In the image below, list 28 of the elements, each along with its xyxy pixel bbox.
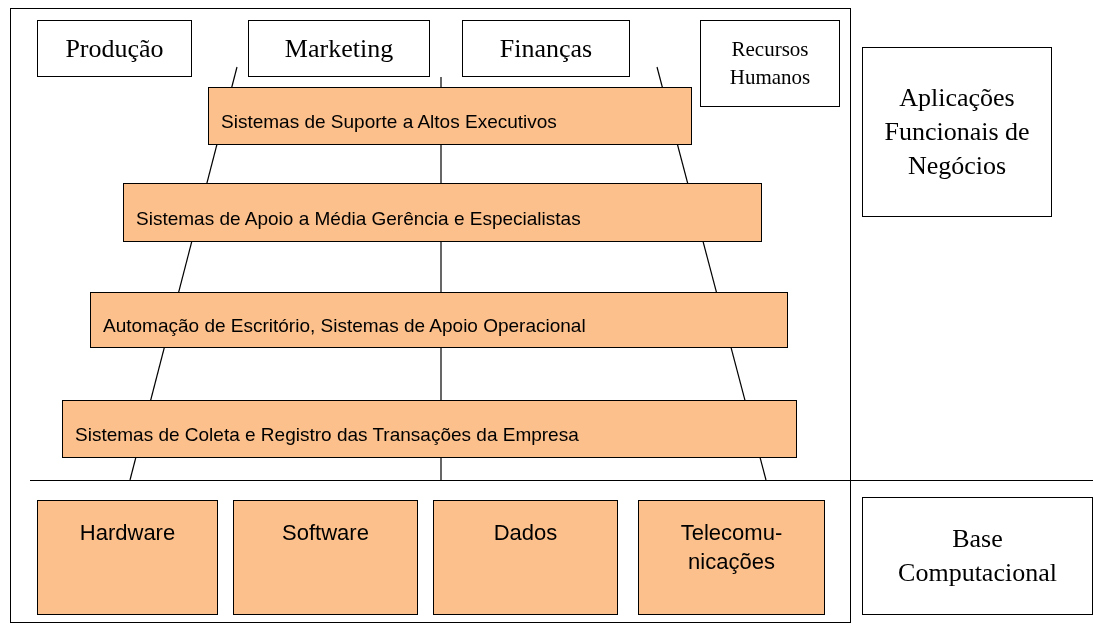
- resource-box: [433, 500, 618, 615]
- department-box: [700, 20, 840, 107]
- category-box: [862, 47, 1052, 217]
- resource-box: [37, 500, 218, 615]
- node-label: Sistemas de Suporte a Altos Executivos: [221, 111, 557, 133]
- node-label: Hardware: [79, 519, 176, 547]
- node-label: Telecomu- nicações: [679, 519, 784, 576]
- node-label: Base Computacional: [897, 523, 1058, 589]
- system-level-band: [62, 400, 797, 458]
- department-box: [37, 20, 192, 77]
- node-label: Finanças: [499, 32, 593, 65]
- system-level-band: [123, 183, 762, 242]
- node-label: Sistemas de Apoio a Média Gerência e Especialistas: [136, 207, 581, 230]
- department-box: [248, 20, 430, 77]
- node-label: Marketing: [284, 32, 394, 65]
- node-label: Aplicações Funcionais de Negócios: [883, 82, 1031, 182]
- node-label: Software: [282, 519, 369, 547]
- node-label: Recursos Humanos: [728, 36, 812, 91]
- system-level-band: [208, 87, 692, 145]
- resource-box: [638, 500, 825, 615]
- category-box: [862, 497, 1093, 615]
- node-label: Dados: [493, 519, 558, 547]
- node-label: Sistemas de Coleta e Registro das Transações da Empresa: [75, 424, 579, 446]
- node-label: Produção: [65, 32, 164, 65]
- system-level-band: [90, 292, 788, 348]
- node-label: Automação de Escritório, Sistemas de Apoio Operacional: [103, 315, 586, 337]
- department-box: [462, 20, 630, 77]
- resource-box: [233, 500, 418, 615]
